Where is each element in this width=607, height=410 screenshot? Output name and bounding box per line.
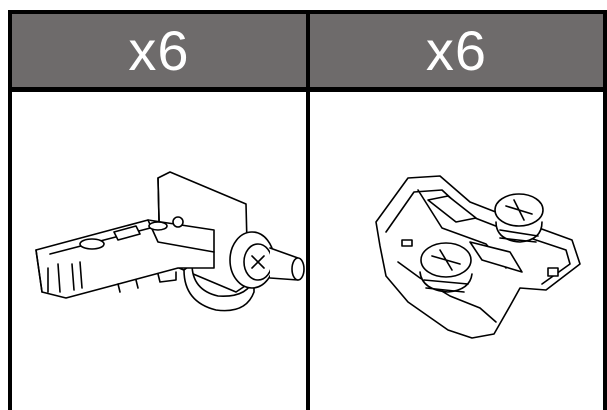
part-header: x6 bbox=[12, 10, 306, 92]
hinge-icon bbox=[35, 171, 305, 312]
part-cell-hinge: x6 bbox=[8, 10, 308, 410]
part-quantity: x6 bbox=[425, 18, 488, 82]
part-quantity: x6 bbox=[128, 18, 190, 82]
part-cell-mounting-plate: x6 bbox=[308, 10, 607, 410]
part-header: x6 bbox=[310, 10, 603, 92]
part-illustration-area bbox=[310, 92, 603, 410]
part-illustration-area bbox=[12, 92, 306, 410]
mounting-plate-icon bbox=[375, 175, 581, 339]
